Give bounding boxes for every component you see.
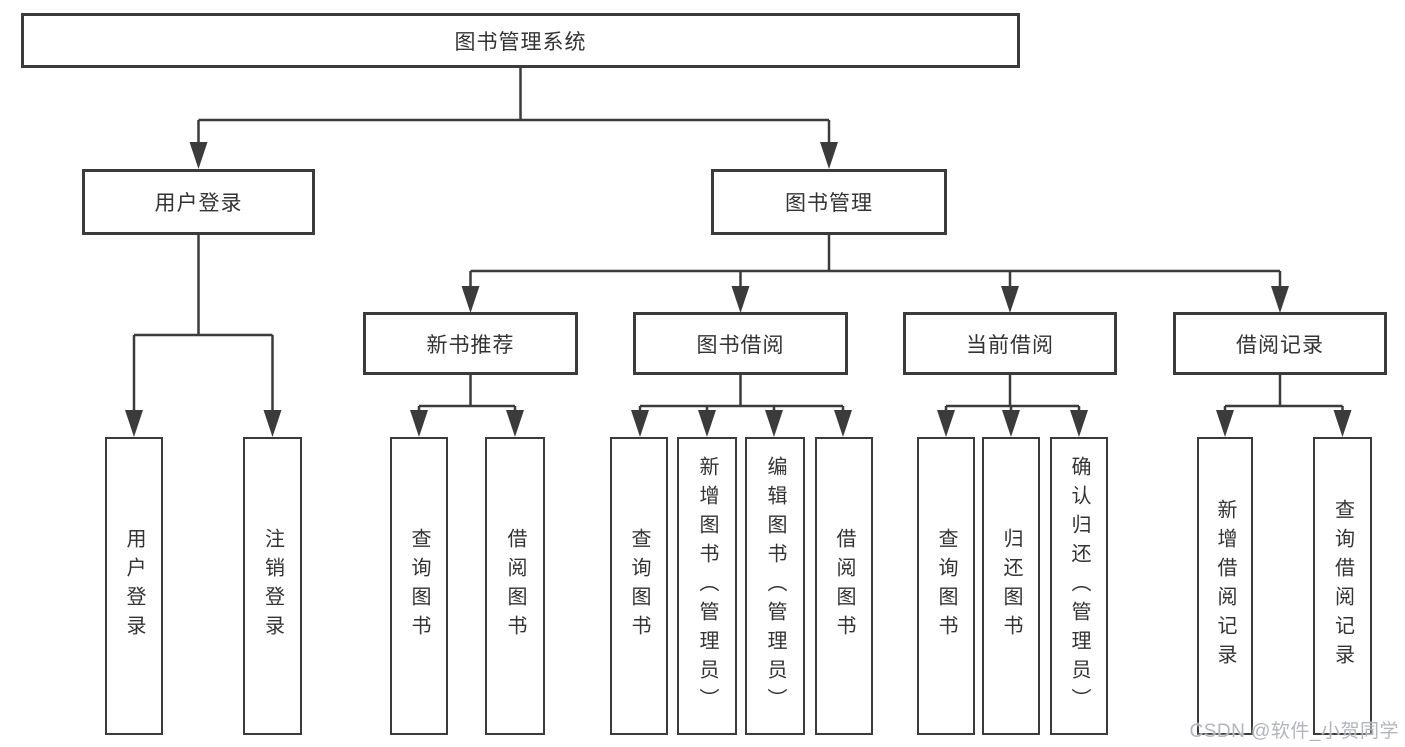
leaf-borrow-borrow-books: 借阅图书 <box>815 437 873 735</box>
connector-lines <box>132 68 1344 413</box>
node-book-management-label: 图书管理 <box>785 192 873 215</box>
node-user-login: 用户登录 <box>82 169 315 235</box>
node-root: 图书管理系统 <box>21 13 1020 68</box>
leaf-current-return-books: 归还图书 <box>982 437 1040 735</box>
node-book-borrow-label: 图书借阅 <box>696 333 785 357</box>
leaf-current-confirm-return-label: 确认归还（管理员） <box>1068 455 1090 717</box>
leaf-borrow-edit-books-label: 编辑图书（管理员） <box>764 455 786 717</box>
node-borrow-records: 借阅记录 <box>1173 312 1387 375</box>
leaf-borrow-query-books: 查询图书 <box>610 437 668 735</box>
leaf-current-confirm-return: 确认归还（管理员） <box>1050 437 1108 735</box>
node-new-book-recommend: 新书推荐 <box>363 312 578 375</box>
leaf-borrow-add-books: 新增图书（管理员） <box>677 437 737 735</box>
leaf-newbook-borrow-books-label: 借阅图书 <box>504 528 526 644</box>
watermark: CSDN @软件_小贺同学 <box>1189 721 1399 742</box>
node-user-login-label: 用户登录 <box>154 192 243 215</box>
leaf-records-add-record-label: 新增借阅记录 <box>1214 499 1236 673</box>
leaf-newbook-query-books-label: 查询图书 <box>408 528 430 644</box>
leaf-current-query-books: 查询图书 <box>917 437 975 735</box>
leaf-logout: 注销登录 <box>243 437 302 735</box>
leaf-borrow-edit-books: 编辑图书（管理员） <box>745 437 805 735</box>
node-current-borrow: 当前借阅 <box>903 312 1117 375</box>
leaf-records-query-record-label: 查询借阅记录 <box>1331 499 1354 673</box>
node-borrow-records-label: 借阅记录 <box>1236 333 1324 357</box>
node-book-borrow: 图书借阅 <box>633 312 848 375</box>
leaf-newbook-query-books: 查询图书 <box>390 437 448 735</box>
node-new-book-recommend-label: 新书推荐 <box>426 333 515 357</box>
leaf-current-return-books-label: 归还图书 <box>1000 528 1022 644</box>
leaf-current-query-books-label: 查询图书 <box>935 528 957 644</box>
leaf-borrow-query-books-label: 查询图书 <box>628 528 650 644</box>
leaf-user-login-label: 用户登录 <box>123 528 145 644</box>
leaf-newbook-borrow-books: 借阅图书 <box>485 437 545 735</box>
leaf-logout-label: 注销登录 <box>261 528 284 644</box>
node-root-label: 图书管理系统 <box>454 30 587 54</box>
leaf-user-login: 用户登录 <box>105 437 163 735</box>
leaf-records-add-record: 新增借阅记录 <box>1197 437 1253 735</box>
arrowheads <box>125 142 1352 437</box>
node-book-management: 图书管理 <box>711 169 947 235</box>
leaf-borrow-borrow-books-label: 借阅图书 <box>833 528 855 644</box>
node-current-borrow-label: 当前借阅 <box>966 333 1054 357</box>
leaf-records-query-record: 查询借阅记录 <box>1313 437 1372 735</box>
leaf-borrow-add-books-label: 新增图书（管理员） <box>696 455 718 717</box>
